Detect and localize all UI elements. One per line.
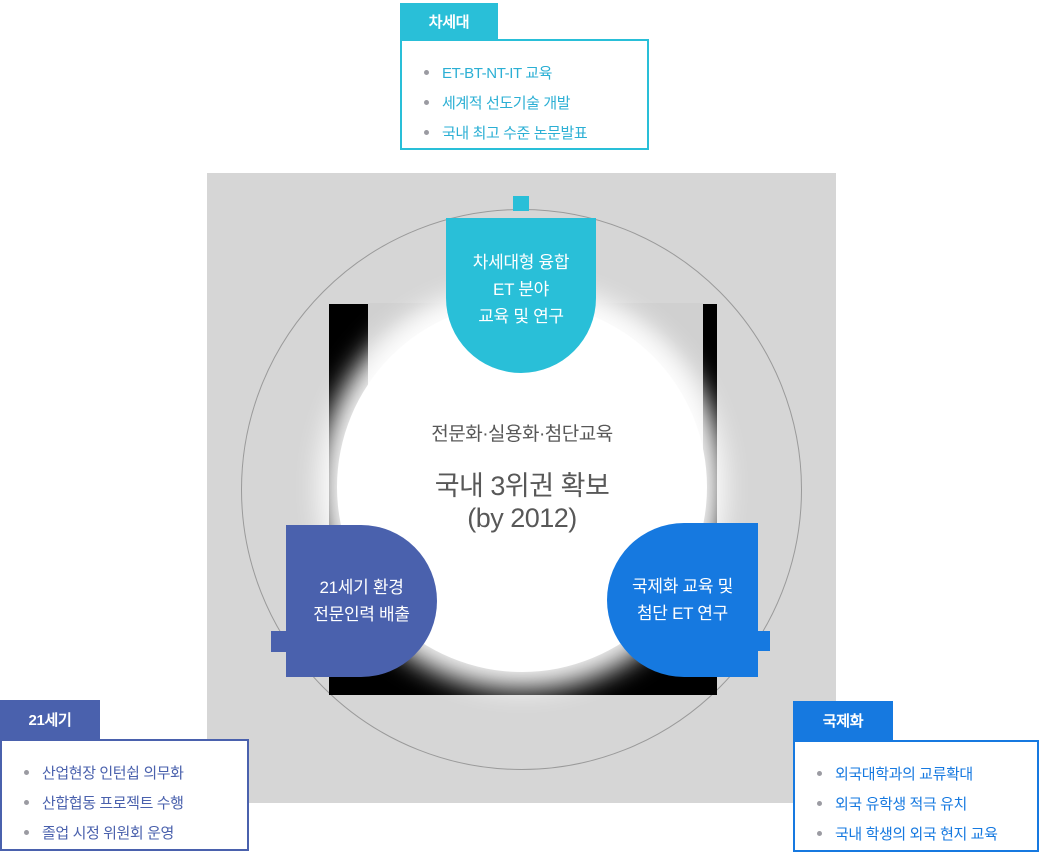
list-item: 국내 학생의 외국 현지 교육 <box>817 818 1037 848</box>
list-item: 외국 유학생 적극 유치 <box>817 788 1037 818</box>
badge-globalization: 국제화 교육 및 첨단 ET 연구 <box>607 523 758 677</box>
callout-box-21st-century: 산업현장 인턴쉽 의무화 산합협동 프로젝트 수행 졸업 시정 위원회 운영 <box>0 739 249 851</box>
bullet-dot-icon <box>24 769 29 775</box>
bullet-dot-icon <box>424 99 429 105</box>
badge-line: 첨단 ET 연구 <box>636 604 728 623</box>
callout-tab-globalization: 국제화 <box>793 701 893 740</box>
bullet-dot-icon <box>424 69 429 75</box>
callout-tab-label: 국제화 <box>822 713 864 730</box>
center-goal-text: 전문화·실용화·첨단교육 국내 3위권 확보 (by 2012) <box>372 419 672 534</box>
bullet-dot-icon <box>424 129 429 135</box>
center-title-note: (by 2012) <box>467 503 577 533</box>
bullet-dot-icon <box>817 770 822 776</box>
badge-line: 21세기 환경 <box>319 578 404 597</box>
callout-box-globalization: 외국대학과의 교류확대 외국 유학생 적극 유치 국내 학생의 외국 현지 교육 <box>793 740 1039 852</box>
badge-next-generation: 차세대형 융합 ET 분야 교육 및 연구 <box>446 218 596 373</box>
bullet-dot-icon <box>24 799 29 805</box>
callout-list: ET-BT-NT-IT 교육 세계적 선도기술 개발 국내 최고 수준 논문발표 <box>402 41 647 147</box>
callout-box-next-generation: ET-BT-NT-IT 교육 세계적 선도기술 개발 국내 최고 수준 논문발표 <box>400 39 649 150</box>
list-item-label: 국내 최고 수준 논문발표 <box>442 124 588 142</box>
center-subtitle: 전문화·실용화·첨단교육 <box>431 424 613 445</box>
badge-line: ET 분야 <box>493 280 549 299</box>
list-item: 외국대학과의 교류확대 <box>817 758 1037 788</box>
connector-square-right <box>756 631 770 651</box>
list-item-label: 산업현장 인턴쉽 의무화 <box>42 764 184 782</box>
badge-21st-century: 21세기 환경 전문인력 배출 <box>286 525 437 677</box>
callout-tab-next-generation: 차세대 <box>400 3 498 39</box>
badge-line: 차세대형 융합 <box>472 253 570 272</box>
badge-line: 국제화 교육 및 <box>632 577 733 596</box>
list-item: 세계적 선도기술 개발 <box>424 87 647 117</box>
bullet-dot-icon <box>24 829 29 835</box>
badge-line: 교육 및 연구 <box>478 307 564 326</box>
list-item: 국내 최고 수준 논문발표 <box>424 117 647 147</box>
connector-square-top <box>513 196 529 211</box>
list-item-label: 산합협동 프로젝트 수행 <box>42 794 184 812</box>
connector-square-left <box>271 631 288 652</box>
callout-list: 외국대학과의 교류확대 외국 유학생 적극 유치 국내 학생의 외국 현지 교육 <box>795 742 1037 848</box>
list-item: 산업현장 인턴쉽 의무화 <box>24 757 247 787</box>
list-item-label: ET-BT-NT-IT 교육 <box>442 64 553 82</box>
list-item-label: 외국대학과의 교류확대 <box>835 765 973 783</box>
list-item-label: 외국 유학생 적극 유치 <box>835 795 967 813</box>
list-item-label: 졸업 시정 위원회 운영 <box>42 824 174 842</box>
center-title: 국내 3위권 확보 <box>434 471 610 501</box>
list-item: ET-BT-NT-IT 교육 <box>424 57 647 87</box>
callout-tab-label: 차세대 <box>428 13 470 31</box>
badge-line: 전문인력 배출 <box>313 605 410 624</box>
list-item-label: 세계적 선도기술 개발 <box>442 94 571 112</box>
list-item: 산합협동 프로젝트 수행 <box>24 787 247 817</box>
bullet-dot-icon <box>817 830 822 836</box>
callout-list: 산업현장 인턴쉽 의무화 산합협동 프로젝트 수행 졸업 시정 위원회 운영 <box>2 741 247 847</box>
callout-tab-label: 21세기 <box>28 712 72 729</box>
list-item-label: 국내 학생의 외국 현지 교육 <box>835 825 998 843</box>
list-item: 졸업 시정 위원회 운영 <box>24 817 247 847</box>
callout-tab-21st-century: 21세기 <box>0 700 100 739</box>
bullet-dot-icon <box>817 800 822 806</box>
